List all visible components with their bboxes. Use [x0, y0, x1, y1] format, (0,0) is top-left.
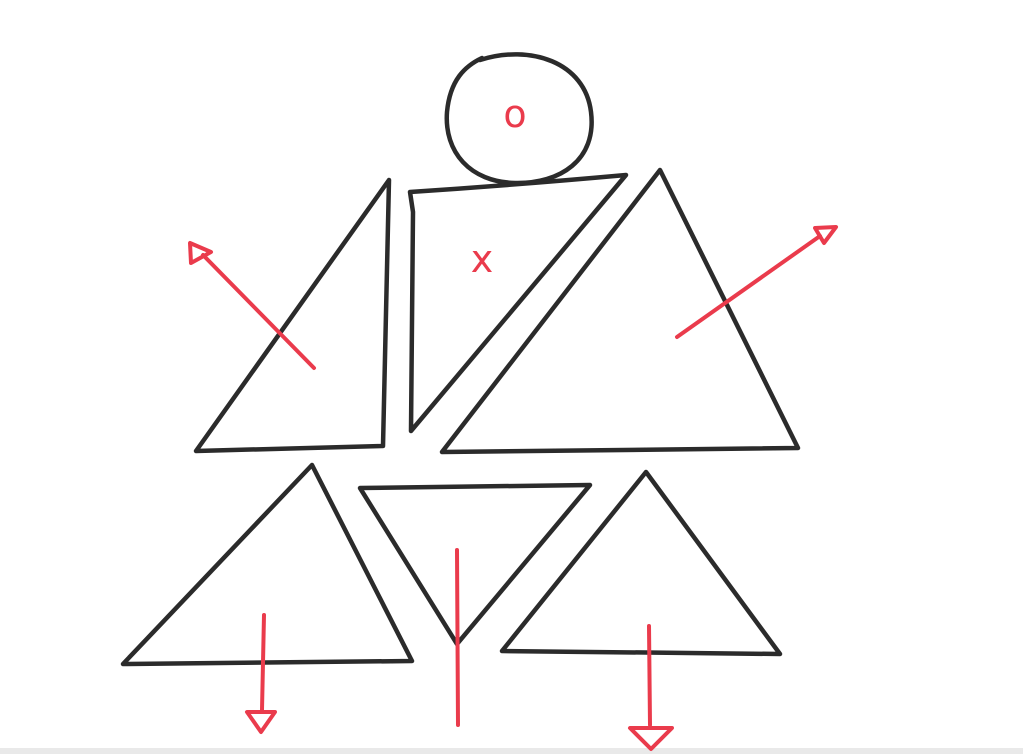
center-inverted-triangle — [357, 482, 593, 647]
right-arm-triangle — [439, 167, 801, 455]
torso-triangle — [407, 172, 629, 434]
arrow-down-left-head — [245, 710, 277, 734]
red-marks: o x — [188, 92, 838, 751]
arrow-upper-right — [675, 225, 838, 339]
head-mark-o: o — [503, 92, 526, 136]
arrow-upper-left-shaft — [201, 253, 316, 370]
torso-mark-x: x — [471, 237, 494, 281]
arrow-upper-left-head — [188, 241, 213, 265]
left-arm-triangle — [193, 177, 392, 454]
arrow-down-right — [628, 624, 674, 751]
arrow-upper-left — [188, 241, 316, 370]
arrow-upper-right-shaft — [675, 234, 822, 339]
arrow-down-left-shaft — [260, 613, 266, 712]
paper-bottom-edge — [0, 748, 1023, 754]
black-shapes — [120, 52, 801, 667]
left-leg-triangle — [120, 462, 415, 667]
arrow-down-left — [245, 613, 277, 734]
right-leg-triangle — [499, 469, 783, 657]
arrow-upper-right-head — [813, 225, 838, 245]
arrow-down-right-head — [628, 726, 674, 751]
arrow-down-right-shaft — [647, 624, 652, 727]
center-vertical-line — [455, 548, 460, 727]
